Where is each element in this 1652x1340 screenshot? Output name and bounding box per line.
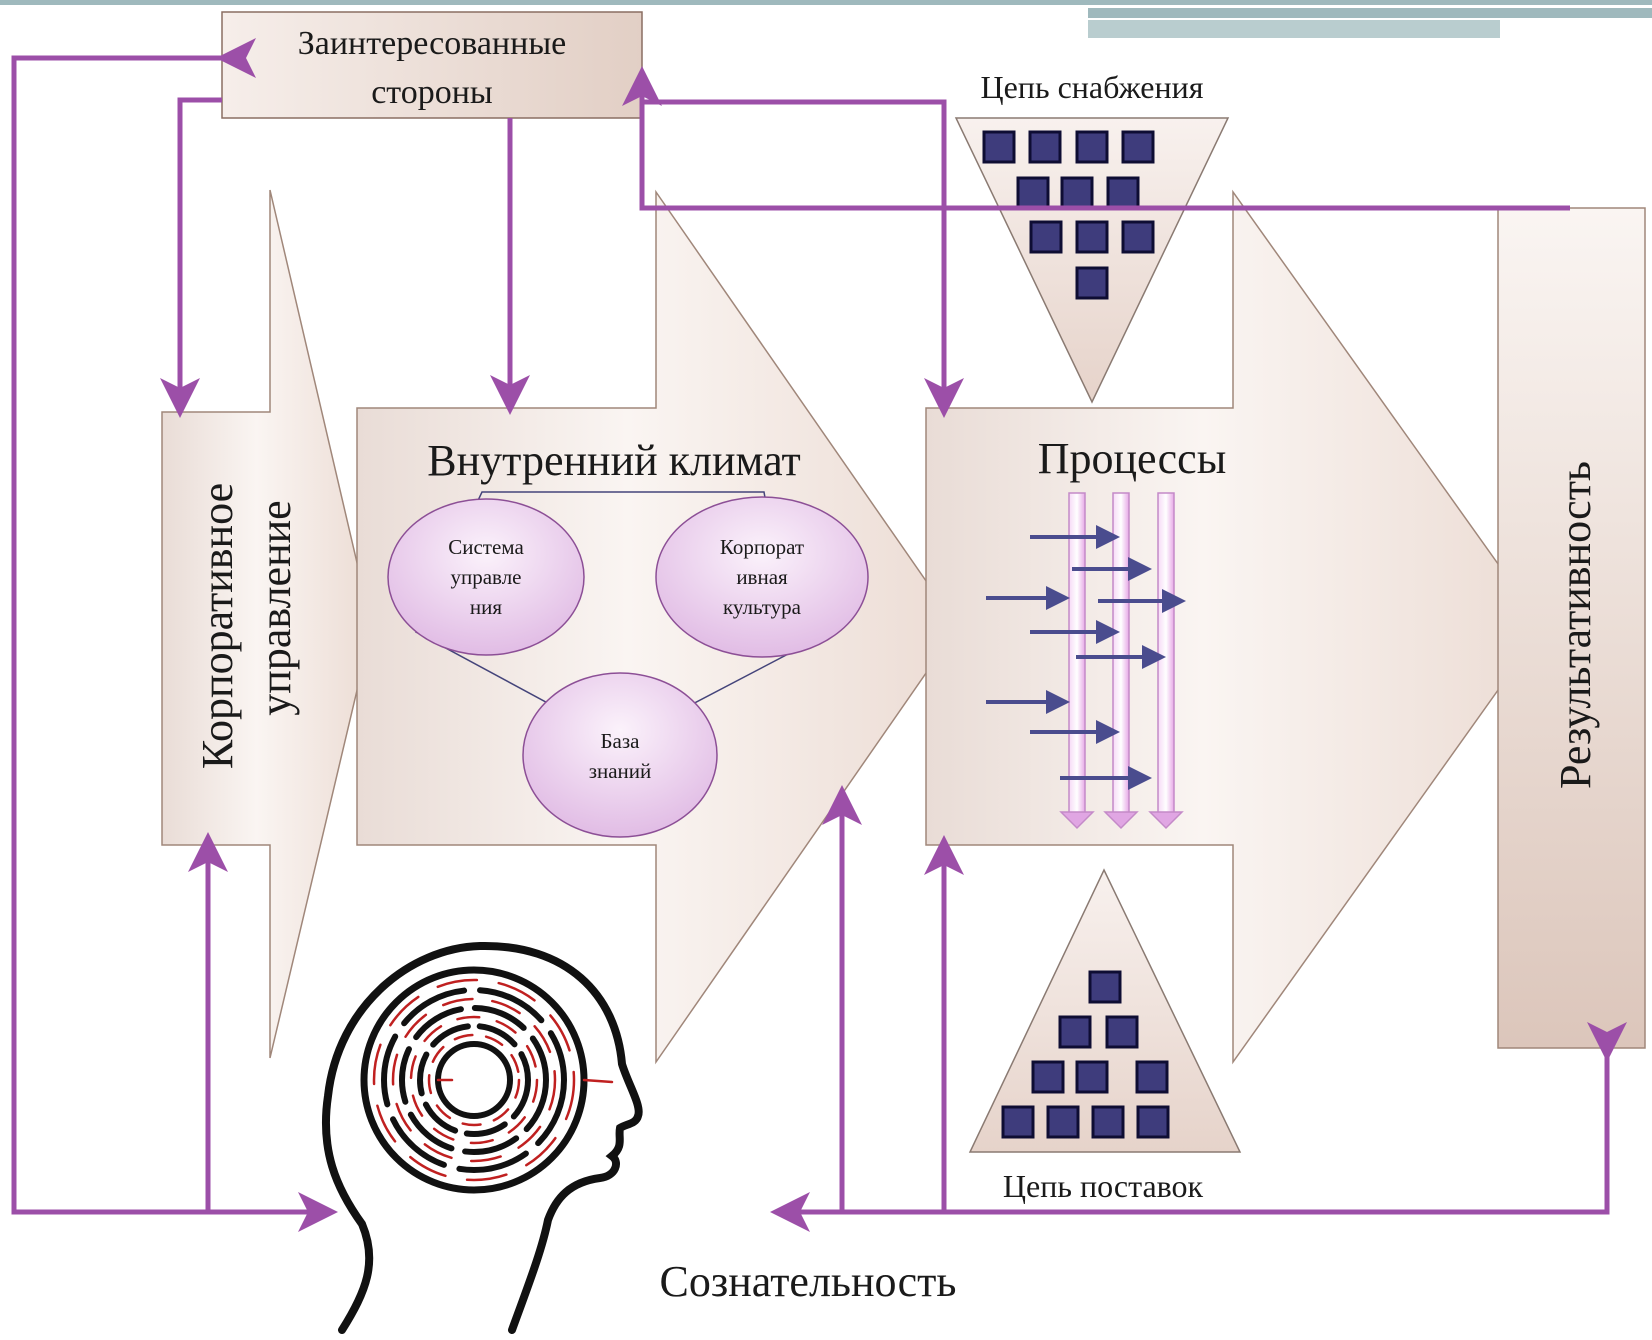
value-chain-arrows (161, 189, 1646, 1065)
stakeholders-label-line1: Заинтересованные (298, 25, 567, 62)
supply-chain-bottom-label: Цепь поставок (1003, 1168, 1204, 1204)
bubble-management-system (387, 498, 585, 656)
svg-text:ивная: ивная (736, 565, 788, 589)
svg-text:управле: управле (451, 565, 522, 589)
supply-chain-top-label: Цепь снабжения (981, 69, 1204, 105)
bubble-knowledge-base (522, 672, 718, 838)
connectors (11, 38, 1627, 1232)
svg-text:ния: ния (470, 595, 502, 619)
header-decoration (0, 0, 1652, 38)
stakeholders-box: Заинтересованные стороны (221, 11, 643, 119)
svg-text:Корпоративное: Корпоративное (193, 483, 242, 769)
stakeholders-label-line2: стороны (371, 74, 493, 111)
internal-climate-title: Внутренний климат (427, 436, 800, 485)
bubble-corporate-culture (655, 496, 869, 658)
brain-maze-icon (321, 941, 643, 1334)
supply-chain-bottom: Цепь поставок (968, 868, 1242, 1204)
svg-text:управление: управление (251, 500, 300, 715)
effectiveness-panel (1497, 207, 1646, 1049)
processes-group: Процессы (986, 434, 1227, 830)
effectiveness-label: Результативность (1551, 461, 1600, 789)
svg-text:культура: культура (723, 595, 802, 619)
svg-text:База: База (601, 729, 641, 753)
svg-text:Система: Система (448, 535, 524, 559)
consciousness-label: Сознательность (660, 1257, 957, 1306)
svg-text:Корпорат: Корпорат (720, 535, 804, 559)
processes-title: Процессы (1038, 434, 1227, 483)
processes-arrow (925, 189, 1544, 1065)
internal-climate-group: Внутренний климат Система управле ния Ко… (387, 436, 869, 838)
supply-chain-top: Цепь снабжения (954, 69, 1230, 404)
svg-text:знаний: знаний (589, 759, 652, 783)
